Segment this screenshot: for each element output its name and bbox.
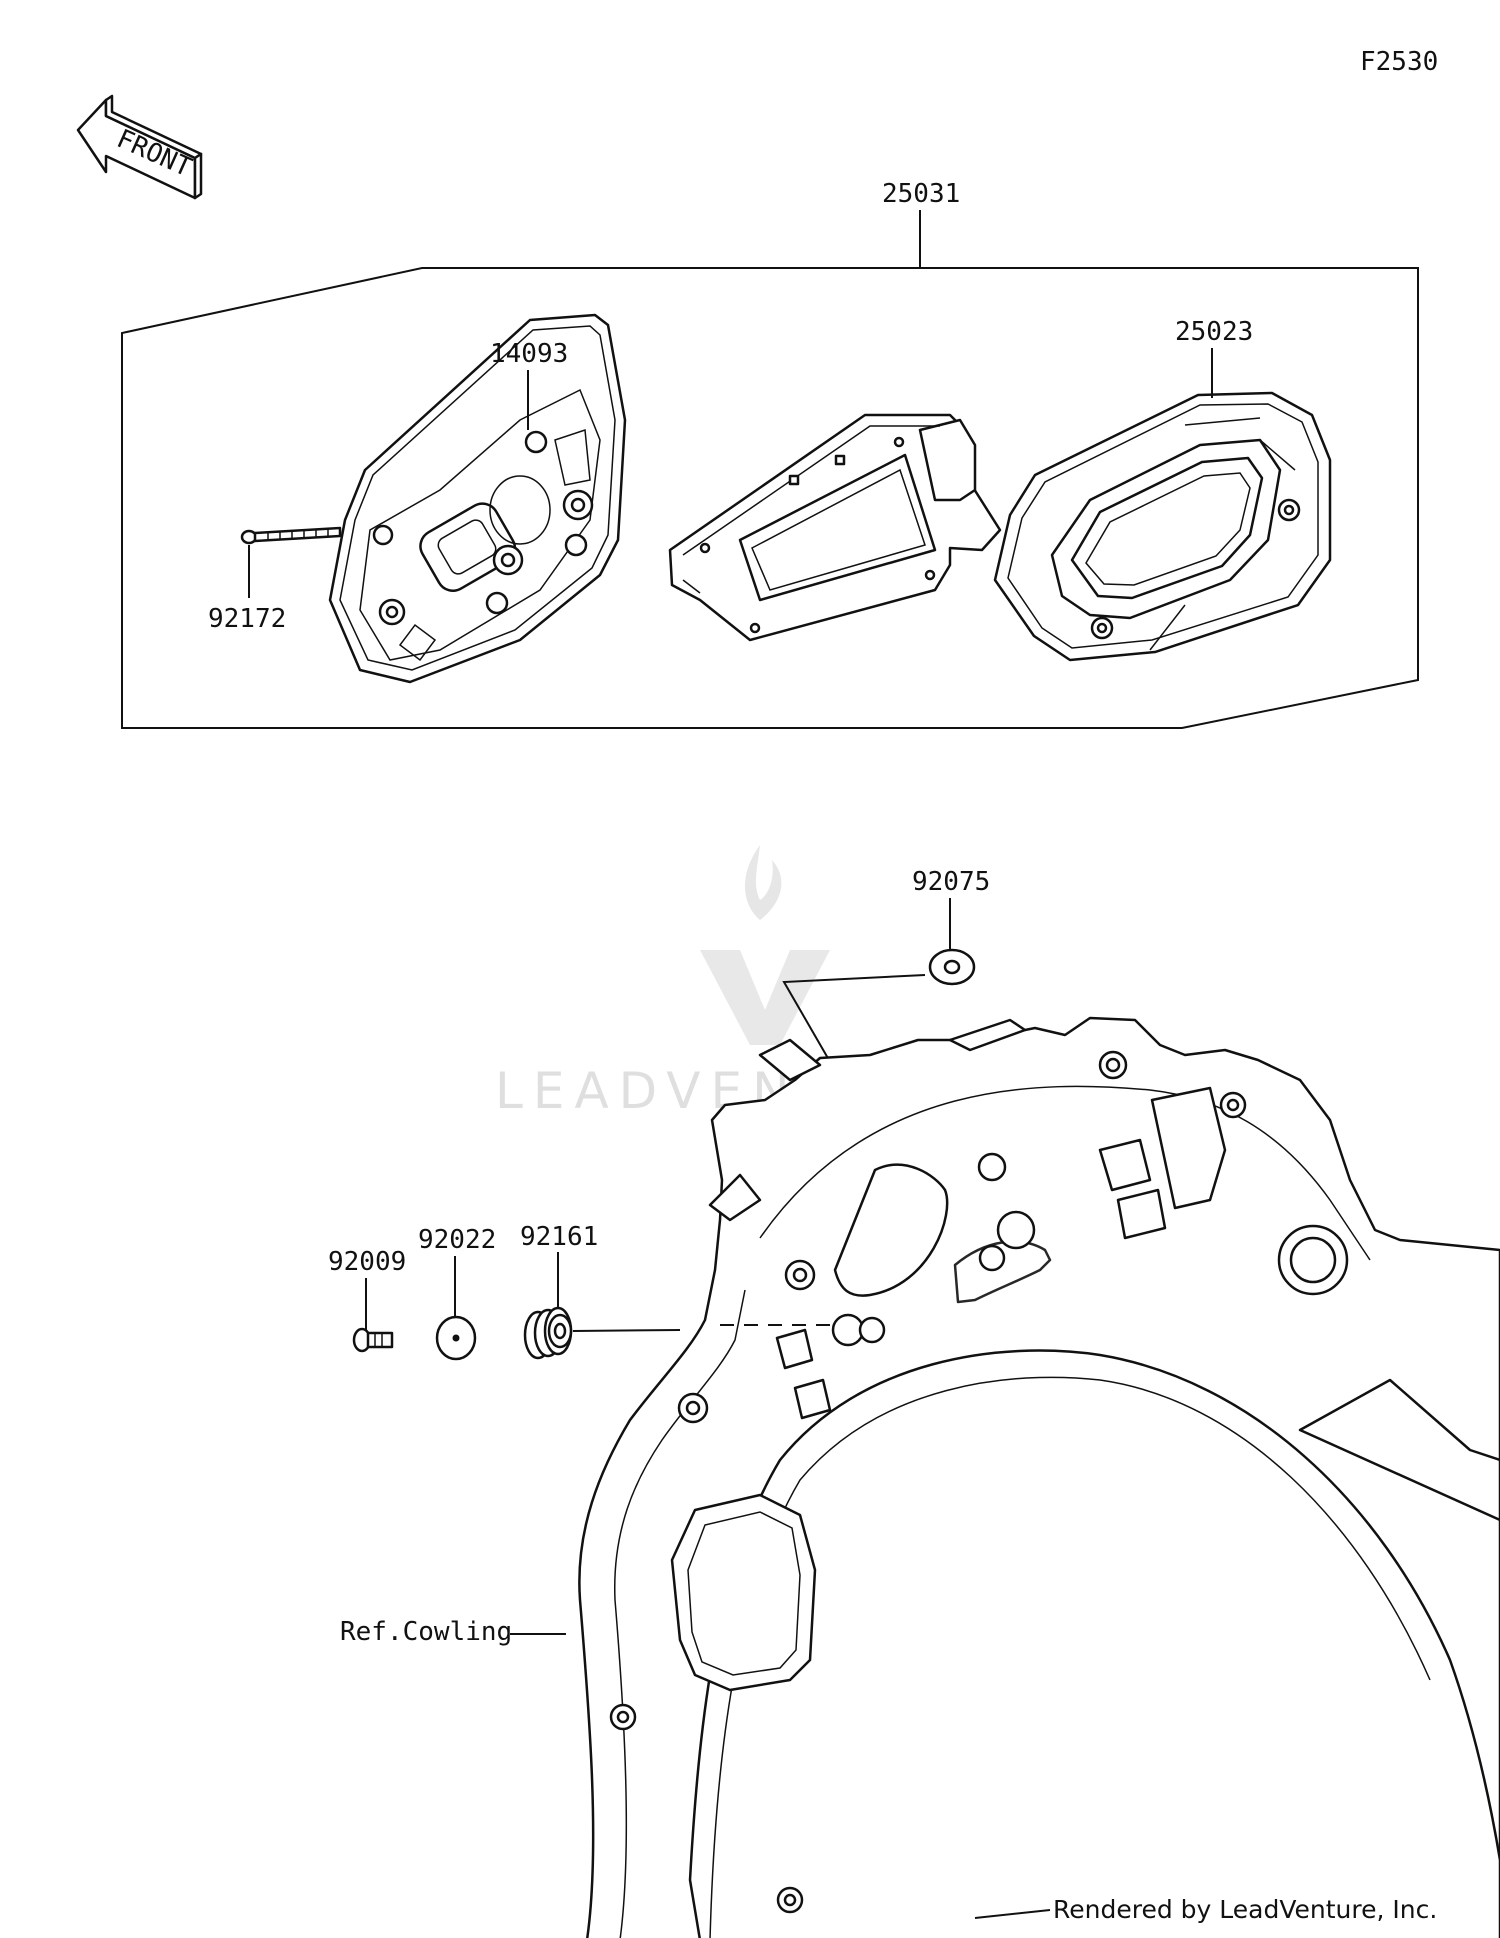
part-number-14093: 14093 xyxy=(490,339,568,369)
bolt-92009-icon xyxy=(352,1327,394,1353)
front-arrow-icon: FRONT xyxy=(76,94,203,200)
screw-92172-icon xyxy=(240,526,342,545)
part-number-92161: 92161 xyxy=(520,1222,598,1252)
meter-rear-case-14093 xyxy=(328,313,627,684)
part-number-92009: 92009 xyxy=(328,1247,406,1277)
part-number-92075: 92075 xyxy=(912,867,990,897)
grommet-92075-icon xyxy=(928,948,976,986)
meter-lcd-board xyxy=(668,413,1002,642)
washer-92022-icon xyxy=(435,1315,477,1361)
part-number-92172: 92172 xyxy=(208,604,286,634)
damper-92161-icon xyxy=(523,1306,573,1360)
meter-cover-25023 xyxy=(993,391,1332,662)
render-credit: Rendered by LeadVenture, Inc. xyxy=(1053,1895,1437,1924)
assembly-box xyxy=(121,267,1419,729)
figure-code: F2530 xyxy=(1360,47,1438,77)
cowling-bracket xyxy=(578,1016,1500,1938)
part-number-92022: 92022 xyxy=(418,1225,496,1255)
part-number-25023: 25023 xyxy=(1175,317,1253,347)
ref-cowling-label: Ref.Cowling xyxy=(340,1617,512,1647)
part-number-25031: 25031 xyxy=(882,179,960,209)
credit-leader xyxy=(974,1909,1051,1919)
leader-92161-install xyxy=(572,1329,681,1332)
